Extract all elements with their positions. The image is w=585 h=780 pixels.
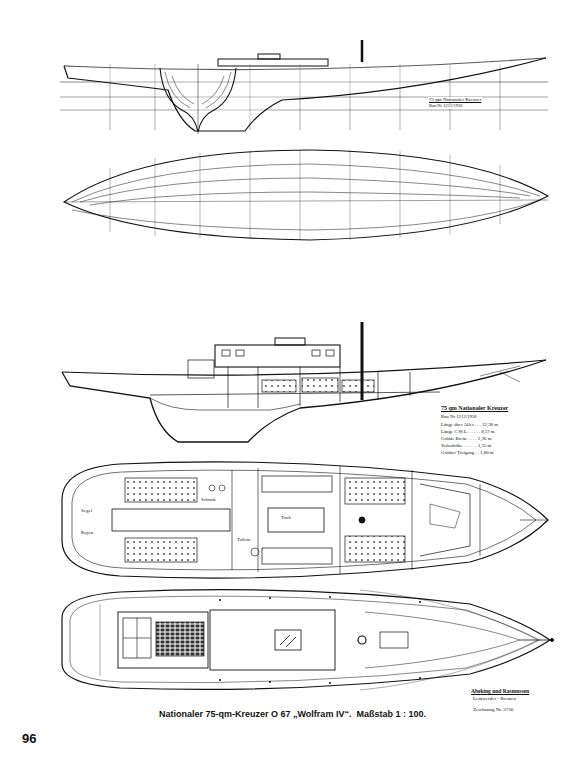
room-label: Schrank (200, 498, 217, 503)
accommodation-plan (62, 462, 548, 578)
drawing-number: Zeichnung Nr. 3736 (472, 707, 514, 713)
spec-row: Länge C.W.L. . . . . . 8,37 m (440, 429, 496, 434)
half-breadth-plan (64, 150, 548, 240)
lines-profile (60, 40, 548, 134)
deck-plan (62, 590, 554, 690)
room-label: Segel (80, 508, 93, 514)
spec-row: Größter Tiefgang . . 1,80 m (440, 450, 495, 455)
spec-row: Seitenhöhe . . . . . . 1,35 m (440, 443, 492, 448)
title-block: 75 qm Nationaler Kreuzer (428, 97, 482, 103)
room-label: Toilette (236, 538, 252, 543)
spec-row: Länge über Alles . . . 12,38 m (440, 422, 499, 427)
yard-name: Abeking und Rasmussen (470, 688, 530, 694)
page-number: 96 (22, 732, 36, 746)
title-block: 75 qm Nationaler Kreuzer (440, 405, 509, 412)
title-block: Bau Nr 1212/1936 (440, 414, 478, 419)
room-label: Kojen (80, 530, 94, 536)
title-block: Bau Nr 1212/1936 (428, 104, 464, 109)
spec-row: Größte Breite . . . . 2,36 m (440, 436, 492, 441)
yard-place: Lemwerder - Bremen (472, 696, 517, 702)
caption: Nationaler 75-qm-Kreuzer O 67 „Wolfram I… (159, 710, 426, 720)
interior-profile (62, 322, 546, 442)
room-label: Tisch (280, 516, 292, 521)
